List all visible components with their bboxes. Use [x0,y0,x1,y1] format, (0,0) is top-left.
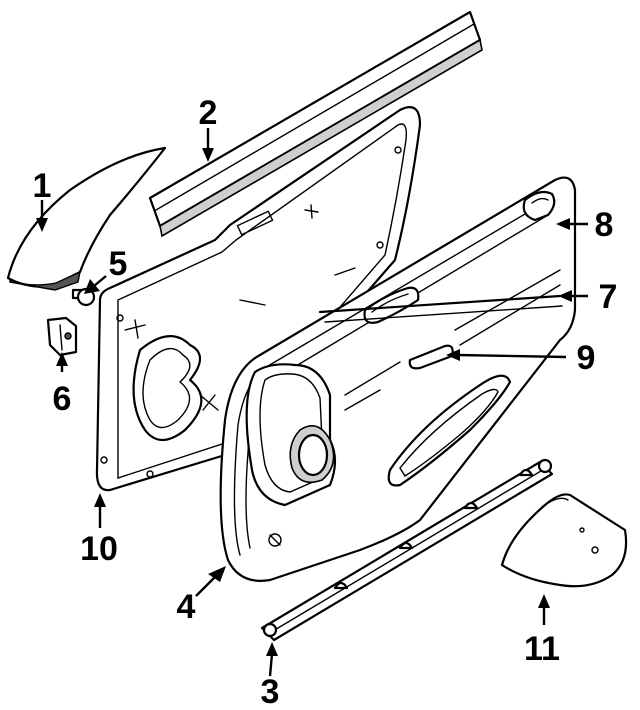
callout-9: 9 [577,339,596,377]
callout-2: 2 [199,94,218,132]
part-trim-strip [318,294,563,323]
part-lower-moulding [260,458,554,642]
callout-arrows [36,128,588,677]
callout-1: 1 [33,167,52,205]
callout-11: 11 [524,630,560,668]
callout-7: 7 [599,278,618,316]
part-sail-trim [6,146,167,291]
callout-3: 3 [261,673,280,710]
part-lower-panel [500,493,628,588]
part-belt-weatherstrip [148,10,483,238]
callout-10: 10 [80,530,118,568]
part-door-trim-panel [219,176,577,582]
part-upper-trim [522,190,556,222]
part-bracket [46,316,78,357]
callout-4: 4 [177,588,196,626]
callout-6: 6 [53,380,72,418]
callout-8: 8 [595,206,614,244]
part-inner-door-panel [95,106,422,492]
callout-5: 5 [109,245,128,283]
